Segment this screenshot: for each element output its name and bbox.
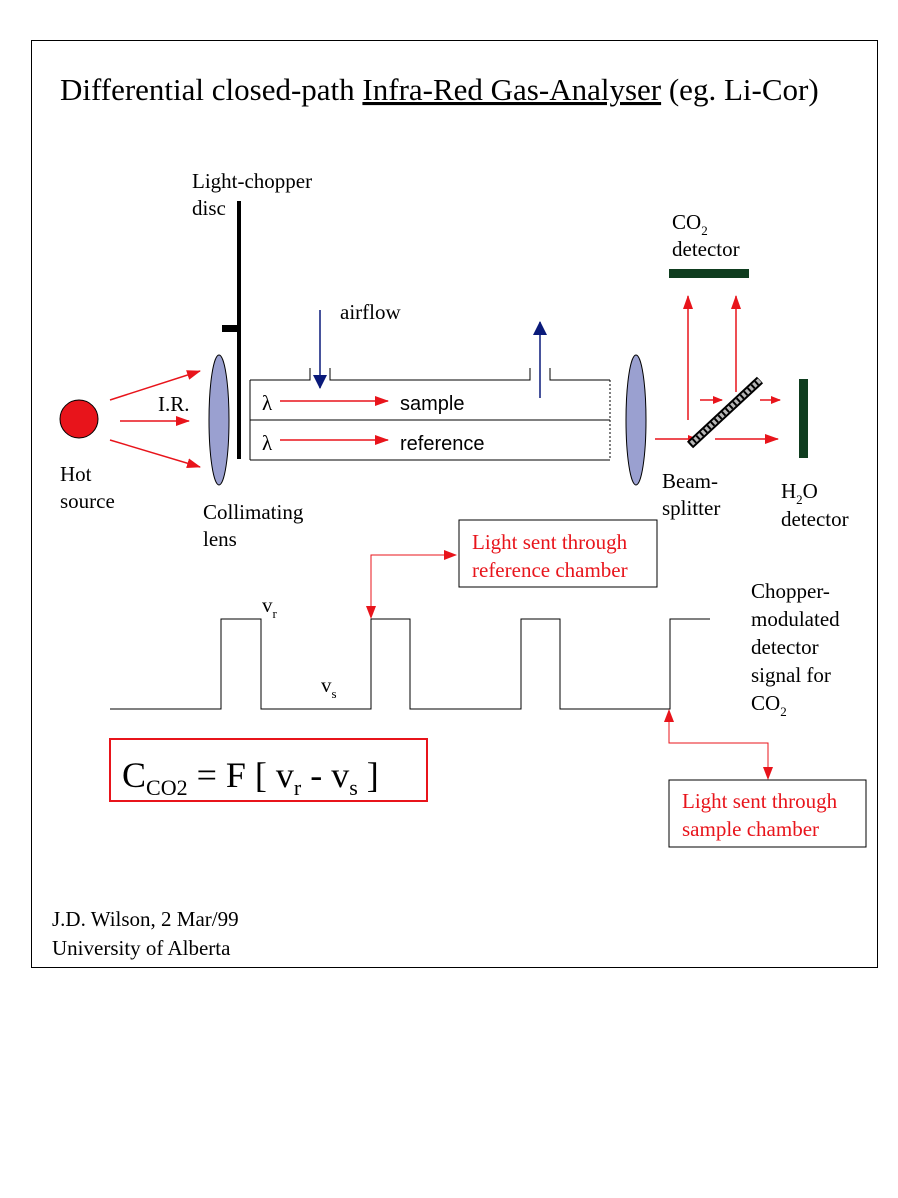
chopper-label-1: Light-chopper bbox=[192, 169, 312, 193]
sample-reference-chambers bbox=[249, 368, 611, 461]
h2o-detector-label-1: H2O bbox=[781, 479, 818, 507]
diagram-title: Differential closed-path Infra-Red Gas-A… bbox=[60, 72, 819, 107]
signal-label-4: signal for bbox=[751, 663, 831, 687]
signal-label-3: detector bbox=[751, 635, 819, 659]
footer-author: J.D. Wilson, 2 Mar/99 bbox=[52, 907, 239, 931]
sample-callout-line-1: Light sent through bbox=[682, 789, 838, 813]
collimating-lens bbox=[208, 354, 230, 486]
formula: CCO2 = F [ vr - vs ] bbox=[122, 755, 379, 800]
h2o-detector-label-2: detector bbox=[781, 507, 849, 531]
co2-detector bbox=[669, 269, 749, 278]
reference-callout-connector bbox=[370, 554, 456, 617]
beam-splitter-label-1: Beam- bbox=[662, 469, 718, 493]
chopper-disc bbox=[237, 201, 241, 459]
beam-splitter bbox=[686, 376, 764, 449]
diagram-frame bbox=[31, 40, 878, 968]
ir-ray-upper bbox=[109, 370, 201, 401]
sample-label: sample bbox=[400, 393, 464, 415]
hot-source-label-2: source bbox=[60, 489, 115, 513]
collimating-label-1: Collimating bbox=[203, 500, 304, 524]
hot-source-label-1: Hot bbox=[60, 462, 92, 486]
airflow-label: airflow bbox=[340, 300, 401, 324]
signal-label-1: Chopper- bbox=[751, 579, 830, 603]
reference-callout-box bbox=[458, 519, 658, 588]
ir-ray-lower bbox=[109, 439, 201, 469]
h2o-detector bbox=[799, 379, 808, 458]
collimating-label-2: lens bbox=[203, 527, 237, 551]
lambda-reference: λ bbox=[262, 431, 273, 455]
signal-label-5: CO2 bbox=[751, 691, 787, 719]
signal-label-2: modulated bbox=[751, 607, 840, 631]
reference-callout-line-1: Light sent through bbox=[472, 530, 628, 554]
ir-label: I.R. bbox=[158, 392, 190, 416]
vs-label: vs bbox=[321, 673, 337, 701]
footer-institution: University of Alberta bbox=[52, 936, 231, 960]
reference-label: reference bbox=[400, 433, 485, 455]
sample-callout-connector bbox=[668, 714, 769, 772]
co2-detector-label-1: CO2 bbox=[672, 210, 708, 238]
focusing-lens bbox=[625, 354, 647, 486]
chopper-label-2: disc bbox=[192, 196, 226, 220]
sample-callout-box bbox=[668, 779, 867, 848]
sample-callout-arrowhead-down bbox=[763, 767, 773, 780]
reference-callout-arrowhead-down bbox=[366, 606, 376, 619]
sample-callout-line-2: sample chamber bbox=[682, 817, 819, 841]
co2-detector-label-2: detector bbox=[672, 237, 740, 261]
hot-source-icon bbox=[59, 399, 99, 439]
reference-callout-line-2: reference chamber bbox=[472, 558, 628, 582]
vr-label: vr bbox=[262, 593, 278, 621]
formula-box bbox=[109, 738, 428, 802]
chopper-hub bbox=[222, 325, 238, 332]
reference-callout-arrowhead-right bbox=[444, 550, 457, 560]
detector-signal-waveform bbox=[110, 618, 710, 710]
beam-splitter-label-2: splitter bbox=[662, 496, 720, 520]
lambda-sample: λ bbox=[262, 391, 273, 415]
